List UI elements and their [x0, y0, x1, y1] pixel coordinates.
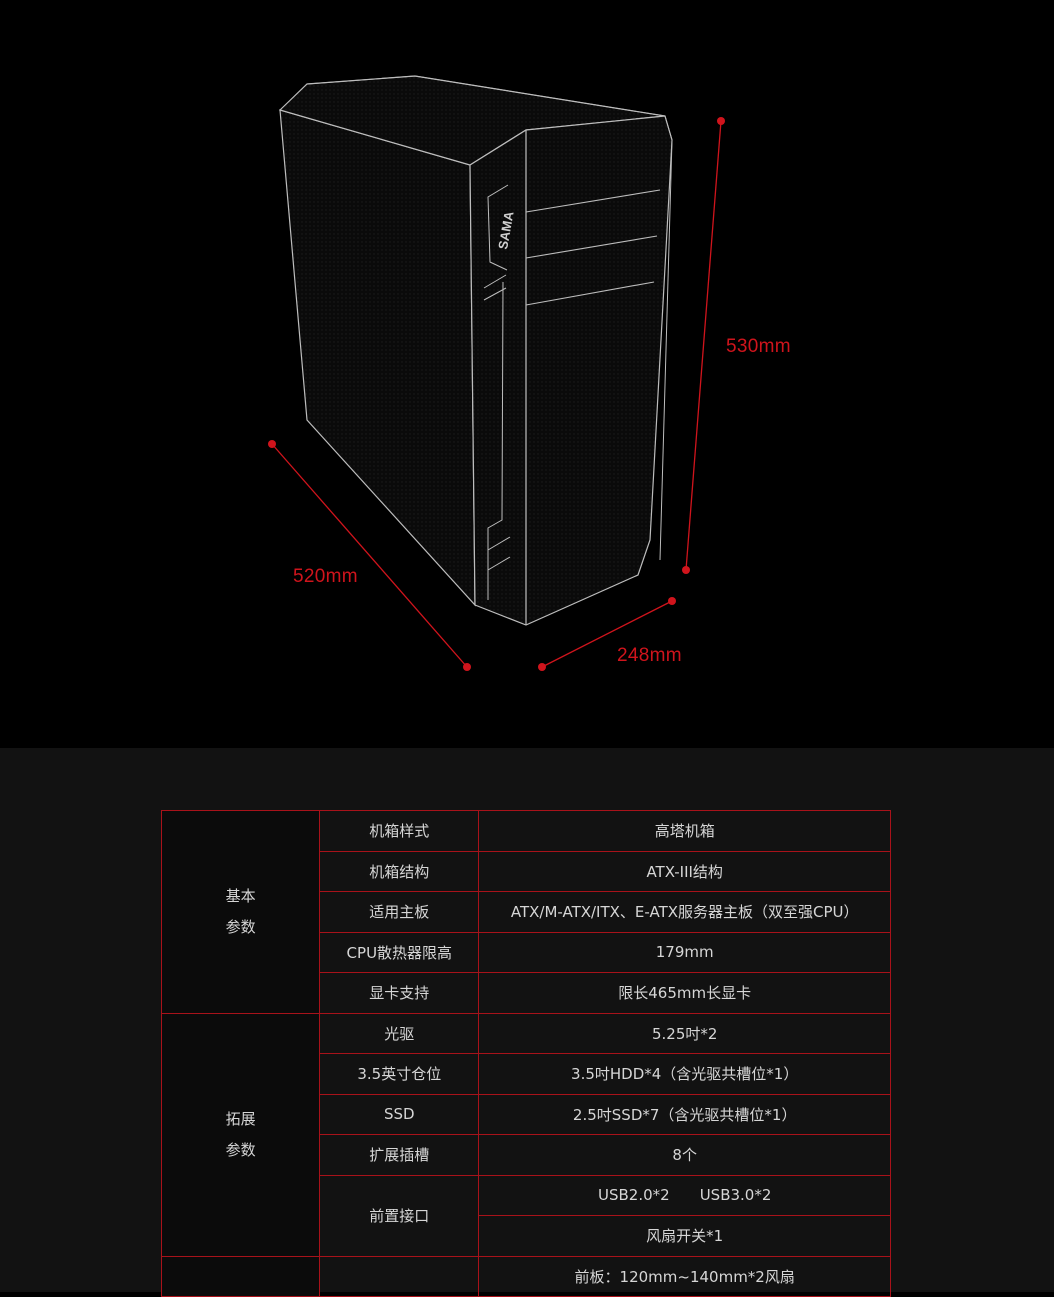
table-row: 机箱结构 ATX-III结构: [162, 850, 891, 892]
row-value: 2.5吋SSD*7（含光驱共槽位*1）: [478, 1093, 891, 1135]
width-dimension-line: [538, 597, 676, 671]
group-cooling-params: [160, 1255, 321, 1297]
case-front-panel: [469, 115, 673, 626]
table-row: SSD 2.5吋SSD*7（含光驱共槽位*1）: [162, 1093, 891, 1135]
brand-logo-text: SAMA: [495, 210, 517, 251]
case-line-drawing: SAMA: [268, 75, 725, 671]
width-label: 248mm: [617, 645, 682, 666]
depth-label: 520mm: [293, 566, 358, 587]
row-value: ATX/M-ATX/ITX、E-ATX服务器主板（双至强CPU）: [478, 891, 891, 933]
row-label: 显卡支持: [319, 972, 480, 1014]
row-label: SSD: [319, 1093, 480, 1135]
group-expansion-params: 拓展 参数: [160, 1012, 321, 1257]
row-label: 机箱样式: [319, 810, 480, 852]
row-value: 前板：120mm~140mm*2风扇: [478, 1255, 891, 1297]
case-side-panel: [279, 109, 476, 607]
row-label: 扩展插槽: [319, 1134, 480, 1176]
table-row: 基本 参数 机箱样式 高塔机箱: [160, 810, 891, 1014]
group-basic-params: 基本 参数: [160, 810, 321, 1014]
product-dimension-hero: SAMA 530mm 520mm 248mm: [268, 75, 791, 671]
table-row: 拓展 参数 光驱 5.25吋*2: [160, 1012, 891, 1257]
row-value: 179mm: [478, 931, 891, 973]
row-label: 光驱: [319, 1012, 480, 1054]
row-value: 高塔机箱: [478, 810, 891, 852]
table-row: 显卡支持 限长465mm长显卡: [162, 972, 891, 1014]
row-value: 3.5吋HDD*4（含光驱共槽位*1）: [478, 1053, 891, 1095]
table-row: 风扇开关*1: [162, 1215, 891, 1257]
row-value: 5.25吋*2: [478, 1012, 891, 1054]
table-row: 前板：120mm~140mm*2风扇: [160, 1255, 891, 1297]
row-label: 适用主板: [319, 891, 480, 933]
depth-dimension-line: [268, 440, 471, 671]
height-dimension-line: [682, 117, 725, 574]
row-value: 8个: [478, 1134, 891, 1176]
height-label: 530mm: [726, 336, 791, 357]
table-row: 扩展插槽 8个: [162, 1134, 891, 1176]
row-label: CPU散热器限高: [319, 931, 480, 973]
row-value: ATX-III结构: [478, 850, 891, 892]
table-row: CPU散热器限高 179mm: [162, 931, 891, 973]
spec-table: 基本 参数 机箱样式 高塔机箱 机箱结构 ATX-III结构 适用主板 ATX/…: [160, 810, 891, 1297]
table-row: 3.5英寸仓位 3.5吋HDD*4（含光驱共槽位*1）: [162, 1053, 891, 1095]
row-label: 3.5英寸仓位: [319, 1053, 480, 1095]
row-label: [319, 1255, 480, 1297]
row-value: 限长465mm长显卡: [478, 972, 891, 1014]
row-label: 机箱结构: [319, 850, 480, 892]
row-value-fan-switch: 风扇开关*1: [478, 1215, 891, 1257]
spec-section: 基本 参数 机箱样式 高塔机箱 机箱结构 ATX-III结构 适用主板 ATX/…: [0, 748, 1054, 1297]
row-label: 前置接口: [319, 1174, 480, 1257]
